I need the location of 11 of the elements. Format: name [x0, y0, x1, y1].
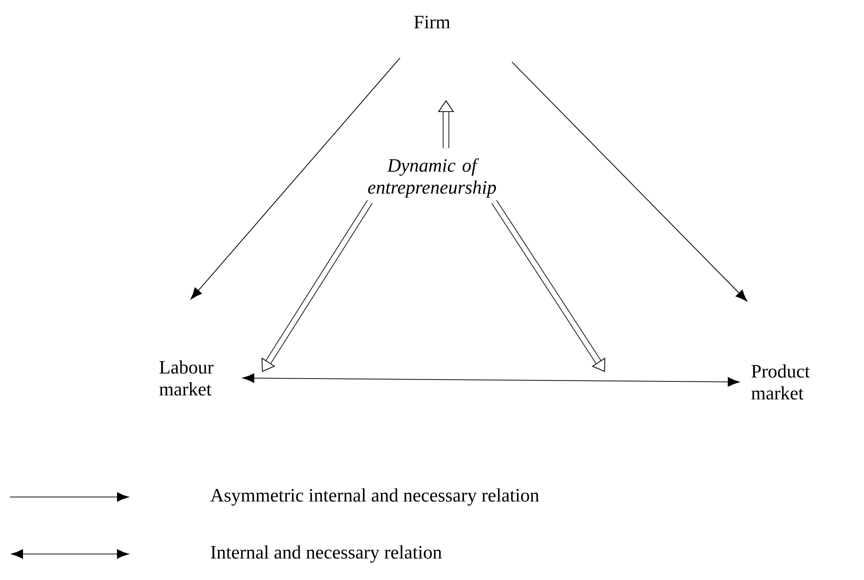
italic-caption: Dynamic of entrepreneurship: [368, 158, 496, 198]
node-label: Product market: [751, 364, 810, 400]
arrow: [190, 58, 400, 300]
node-label: Labour market: [159, 360, 214, 396]
node-label: Firm: [414, 16, 450, 28]
hollow-arrow: [492, 200, 606, 372]
legend-text: Asymmetric internal and necessary relation: [210, 488, 539, 506]
legend-text: Internal and necessary relation: [210, 545, 442, 563]
arrow: [242, 373, 740, 387]
hollow-arrow: [262, 200, 372, 372]
arrow: [512, 62, 748, 302]
